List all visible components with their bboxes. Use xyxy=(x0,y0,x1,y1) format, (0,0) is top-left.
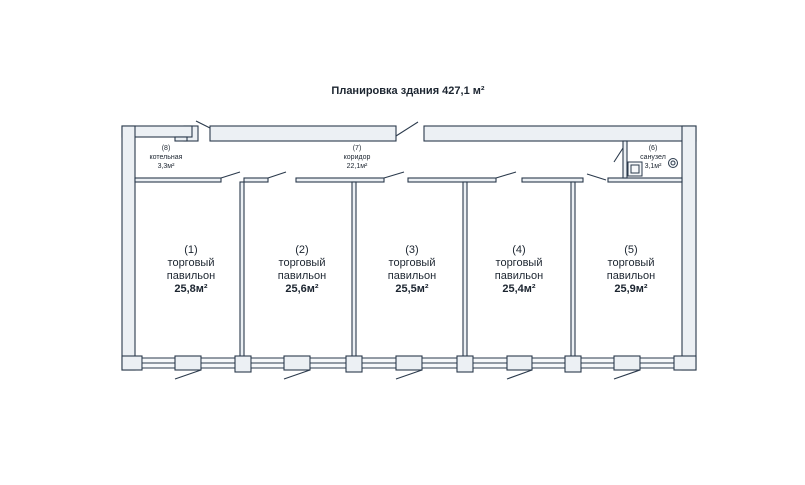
room-label-wc: (6) санузел 3,1м² xyxy=(640,145,666,170)
outer-walls xyxy=(121,120,697,371)
room-label-boiler: (8) котельная 3,3м² xyxy=(150,145,183,170)
boiler-name: котельная xyxy=(150,154,183,161)
pavilion-area: 25,8м² xyxy=(174,283,208,295)
room-label-pavilion-1: (1) торговый павильон 25,8м² xyxy=(167,244,215,295)
pavilion-num: (2) xyxy=(295,244,308,256)
corridor-num: (7) xyxy=(353,145,362,152)
room-label-pavilion-2: (2) торговый павильон 25,6м² xyxy=(278,244,326,295)
room-label-pavilion-5: (5) торговый павильон 25,9м² xyxy=(607,244,655,295)
pavilion-num: (4) xyxy=(512,244,525,256)
pavilion-line2: павильон xyxy=(495,270,543,282)
corridor-area: 22,1м² xyxy=(347,163,368,170)
boiler-area: 3,3м² xyxy=(158,163,176,170)
pavilion-line2: павильон xyxy=(388,270,436,282)
corridor-name: коридор xyxy=(344,154,371,161)
wc-name: санузел xyxy=(640,154,666,161)
pavilion-num: (5) xyxy=(624,244,637,256)
pavilion-line1: торговый xyxy=(389,257,436,269)
pavilion-num: (3) xyxy=(405,244,418,256)
toilet-icon xyxy=(627,161,643,177)
pavilion-line1: торговый xyxy=(279,257,326,269)
wc-num: (6) xyxy=(649,145,658,152)
pavilion-line1: торговый xyxy=(496,257,543,269)
front-wall xyxy=(121,355,697,380)
sink-icon xyxy=(668,158,678,168)
room-label-pavilion-4: (4) торговый павильон 25,4м² xyxy=(495,244,543,295)
pavilion-area: 25,4м² xyxy=(502,283,536,295)
boiler-num: (8) xyxy=(162,145,171,152)
room-label-pavilion-3: (3) торговый павильон 25,5м² xyxy=(388,244,436,295)
pavilion-line2: павильон xyxy=(167,270,215,282)
pavilion-area: 25,5м² xyxy=(395,283,429,295)
pavilion-line1: торговый xyxy=(168,257,215,269)
pavilion-num: (1) xyxy=(184,244,197,256)
pavilion-area: 25,6м² xyxy=(285,283,319,295)
pavilion-line2: павильон xyxy=(607,270,655,282)
pavilion-area: 25,9м² xyxy=(614,283,648,295)
room-label-corridor: (7) коридор 22,1м² xyxy=(344,145,371,170)
wc-area: 3,1м² xyxy=(645,163,663,170)
plan-title: Планировка здания 427,1 м² xyxy=(331,85,484,97)
pavilion-line1: торговый xyxy=(608,257,655,269)
pavilion-line2: павильон xyxy=(278,270,326,282)
corridor-partitions xyxy=(134,140,683,183)
